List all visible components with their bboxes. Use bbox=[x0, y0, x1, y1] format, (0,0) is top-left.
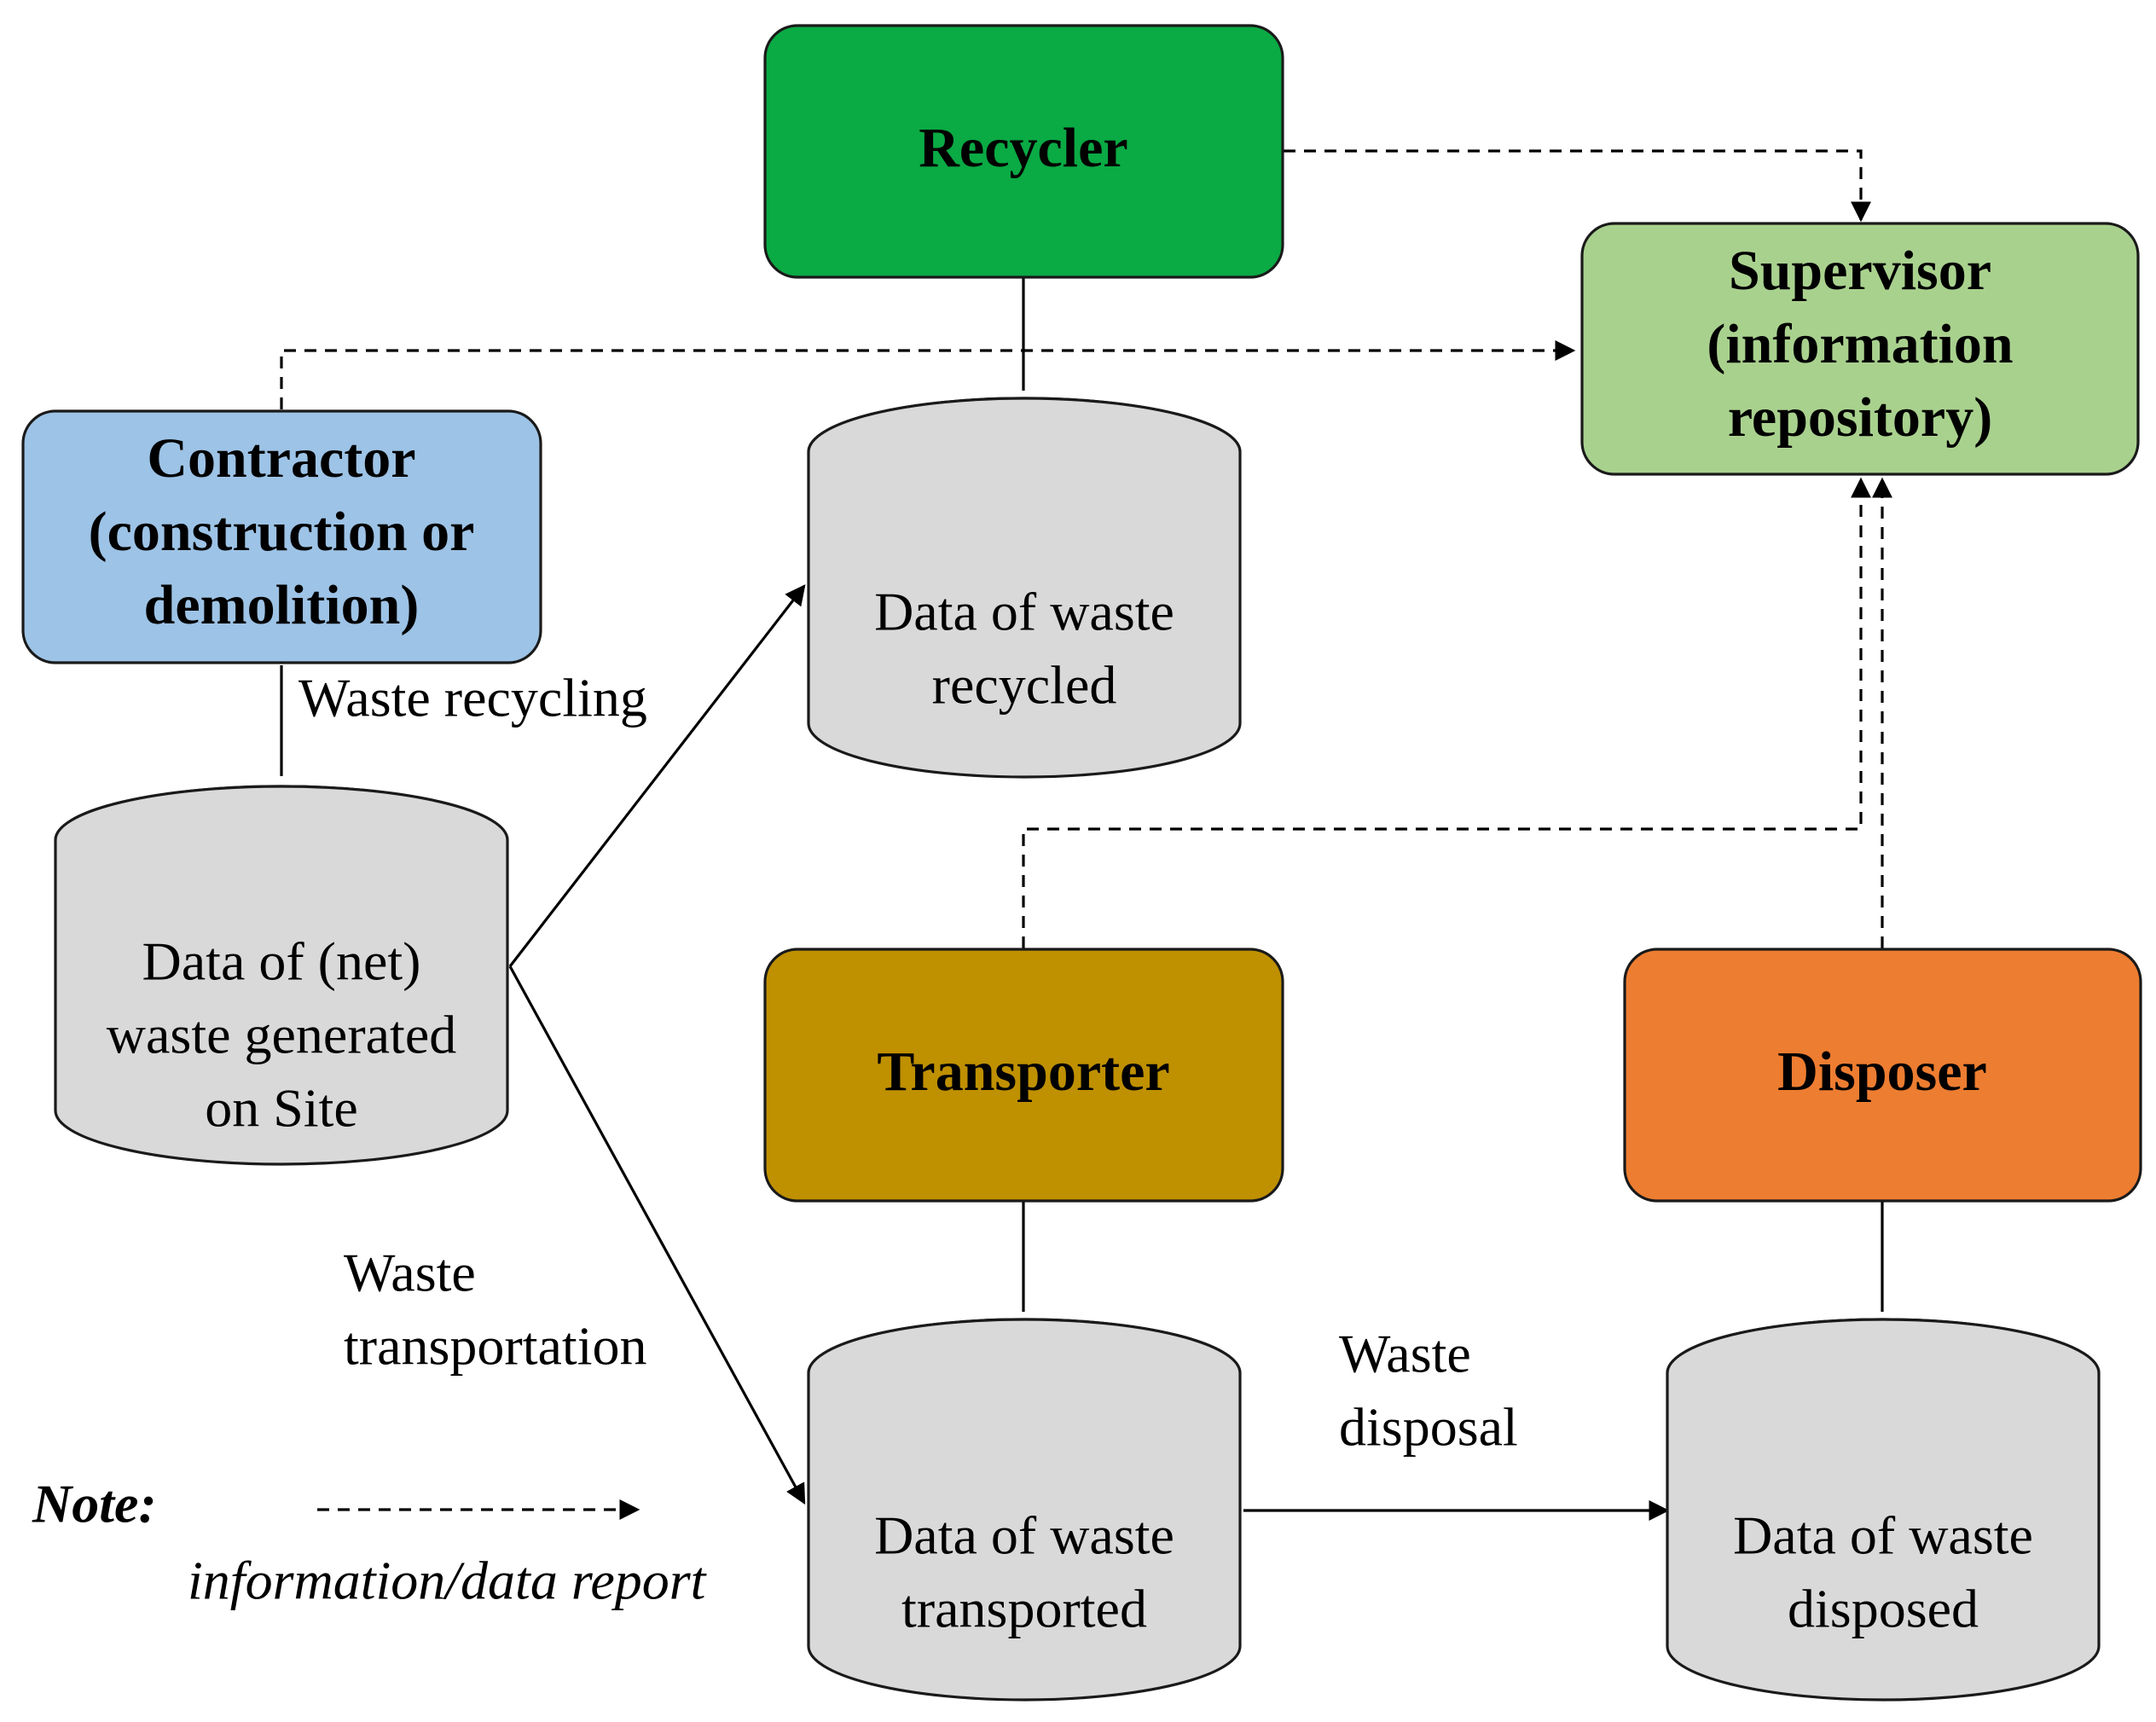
legend-note: Note: information/data report bbox=[32, 1474, 708, 1611]
text-line: repository) bbox=[1728, 386, 1992, 449]
text-line: Waste recycling bbox=[298, 668, 647, 728]
text-line: Disposer bbox=[1777, 1041, 1987, 1103]
text-line: disposal bbox=[1339, 1397, 1518, 1458]
text-line: Data of waste bbox=[1733, 1505, 2033, 1566]
text-line: Contractor bbox=[147, 427, 415, 490]
site-data-store-label: Data of (net) waste generated on Site bbox=[107, 931, 456, 1139]
waste-recycling-arrow bbox=[508, 584, 806, 967]
text-line: transportation bbox=[344, 1316, 646, 1377]
contractor-report-arrow bbox=[280, 340, 1576, 409]
text-line: Supervisor bbox=[1729, 240, 1991, 302]
recycler-node: Recycler bbox=[763, 24, 1284, 279]
text-line: Recycler bbox=[919, 117, 1127, 179]
transported-data-store-label: Data of waste transported bbox=[874, 1505, 1174, 1639]
site-data-store: Data of (net) waste generated on Site bbox=[54, 785, 509, 1166]
text-line: recycled bbox=[932, 655, 1117, 716]
recycled-data-store-label: Data of waste recycled bbox=[874, 582, 1174, 716]
disposed-data-store: Data of waste disposed bbox=[1666, 1318, 2101, 1702]
contractor-node: Contractor (construction or demolition) bbox=[21, 409, 542, 664]
note-text: information/data report bbox=[188, 1551, 708, 1611]
recycler-label: Recycler bbox=[919, 117, 1127, 179]
text-line: Waste bbox=[1339, 1324, 1471, 1384]
waste-disposal-label: Waste disposal bbox=[1339, 1324, 1518, 1458]
text-line: disposed bbox=[1788, 1579, 1979, 1639]
text-line: Transporter bbox=[877, 1041, 1169, 1103]
waste-transportation-arrow bbox=[508, 965, 806, 1505]
text-line: (information bbox=[1707, 313, 2013, 375]
text-line: on Site bbox=[205, 1078, 358, 1139]
waste-transportation-label: Waste transportation bbox=[344, 1243, 646, 1377]
text-line: Data of (net) bbox=[142, 931, 421, 992]
note-title: Note: bbox=[32, 1474, 157, 1534]
text-line: demolition) bbox=[144, 574, 420, 636]
disposed-data-store-label: Data of waste disposed bbox=[1733, 1505, 2033, 1639]
recycled-data-store: Data of waste recycled bbox=[807, 397, 1242, 779]
transporter-node: Transporter bbox=[763, 948, 1284, 1203]
text-line: Data of waste bbox=[874, 1505, 1174, 1566]
disposer-label: Disposer bbox=[1777, 1041, 1987, 1103]
contractor-label: Contractor (construction or demolition) bbox=[89, 427, 475, 636]
text-line: (construction or bbox=[89, 501, 475, 563]
text-line: waste generated bbox=[107, 1005, 456, 1065]
waste-recycling-label: Waste recycling bbox=[298, 668, 647, 728]
supervisor-label: Supervisor (information repository) bbox=[1707, 240, 2013, 449]
transporter-report-arrow bbox=[1022, 477, 1871, 948]
disposer-node: Disposer bbox=[1623, 948, 2142, 1203]
text-line: Data of waste bbox=[874, 582, 1174, 642]
text-line: transported bbox=[901, 1579, 1147, 1639]
transported-data-store: Data of waste transported bbox=[807, 1318, 1242, 1702]
text-line: Waste bbox=[344, 1243, 476, 1303]
recycler-report-arrow bbox=[1284, 149, 1871, 223]
transporter-label: Transporter bbox=[877, 1041, 1169, 1103]
supervisor-node: Supervisor (information repository) bbox=[1580, 222, 2140, 476]
